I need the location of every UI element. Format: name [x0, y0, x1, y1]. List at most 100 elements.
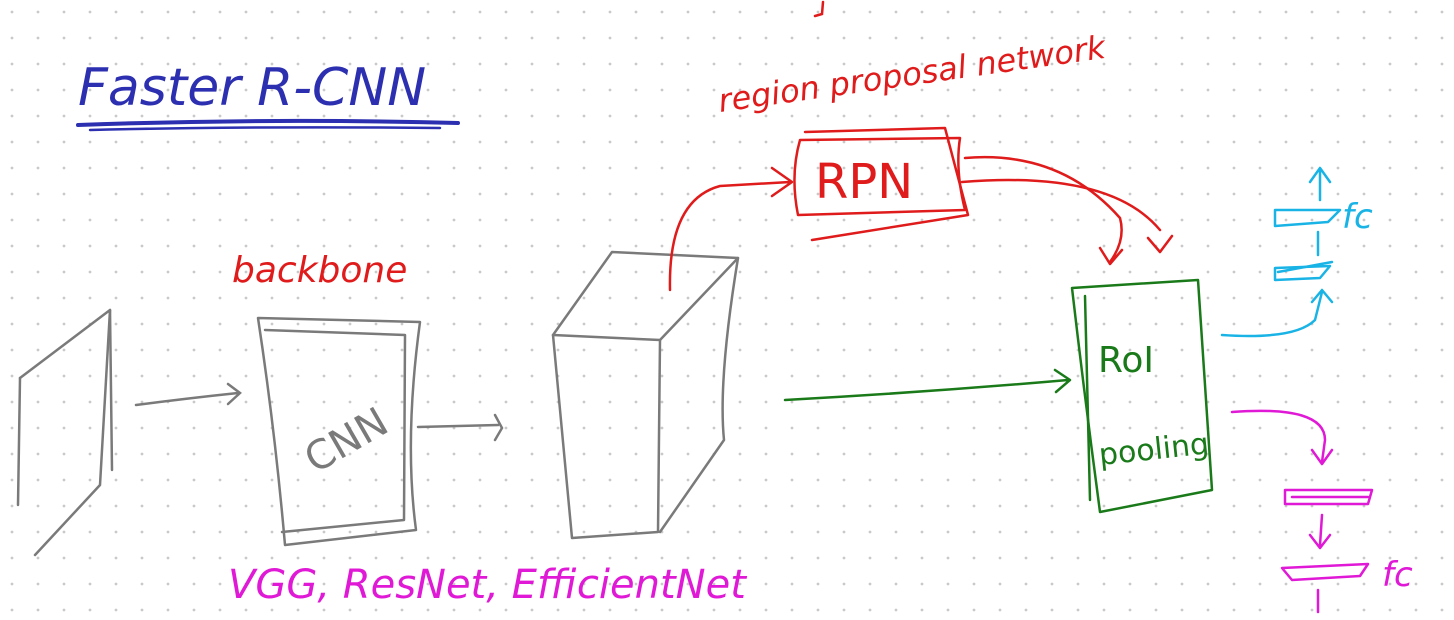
grid-dot: [1232, 114, 1236, 118]
grid-dot: [1154, 582, 1158, 586]
grid-dot: [972, 400, 976, 404]
grid-dot: [140, 296, 144, 300]
grid-dot: [10, 244, 14, 248]
grid-dot: [10, 348, 14, 352]
grid-dot: [1232, 374, 1236, 378]
grid-dot: [218, 374, 222, 378]
grid-dot: [1440, 166, 1444, 170]
grid-dot: [608, 556, 612, 560]
arrow-cnn-to-features: [416, 413, 504, 442]
grid-dot: [270, 296, 274, 300]
grid-dot: [1154, 62, 1158, 66]
grid-dot: [946, 530, 950, 534]
grid-dot: [348, 88, 352, 92]
grid-dot: [1180, 270, 1184, 274]
grid-dot: [1180, 114, 1184, 118]
grid-dot: [1128, 556, 1132, 560]
grid-dot: [582, 530, 586, 534]
grid-dot: [712, 322, 716, 326]
grid-dot: [322, 10, 326, 14]
grid-dot: [296, 504, 300, 508]
grid-dot: [946, 296, 950, 300]
grid-dot: [894, 88, 898, 92]
grid-dot: [1440, 530, 1444, 534]
grid-dot: [1232, 36, 1236, 40]
grid-dot: [816, 452, 820, 456]
grid-dot: [10, 166, 14, 170]
grid-dot: [972, 62, 976, 66]
grid-dot: [88, 270, 92, 274]
grid-dot: [1388, 452, 1392, 456]
grid-dot: [608, 400, 612, 404]
grid-dot: [478, 270, 482, 274]
grid-dot: [1128, 88, 1132, 92]
grid-dot: [582, 426, 586, 430]
grid-dot: [296, 88, 300, 92]
grid-dot: [1024, 400, 1028, 404]
grid-dot: [842, 166, 846, 170]
grid-dot: [946, 166, 950, 170]
grid-dot: [660, 504, 664, 508]
grid-dot: [1440, 296, 1444, 300]
grid-dot: [114, 218, 118, 222]
grid-dot: [1388, 244, 1392, 248]
grid-dot: [842, 452, 846, 456]
grid-dot: [218, 114, 222, 118]
grid-dot: [504, 88, 508, 92]
grid-dot: [452, 374, 456, 378]
grid-dot: [62, 114, 66, 118]
grid-dot: [62, 582, 66, 586]
grid-dot: [244, 270, 248, 274]
grid-dot: [1310, 374, 1314, 378]
grid-dot: [244, 88, 248, 92]
grid-dot: [348, 556, 352, 560]
grid-dot: [88, 582, 92, 586]
grid-dot: [1388, 374, 1392, 378]
grid-dot: [660, 88, 664, 92]
grid-dot: [1284, 504, 1288, 508]
grid-dot: [634, 322, 638, 326]
grid-dot: [1310, 36, 1314, 40]
grid-dot: [1440, 270, 1444, 274]
grid-dot: [1336, 400, 1340, 404]
grid-dot: [842, 504, 846, 508]
grid-dot: [426, 36, 430, 40]
grid-dot: [1050, 582, 1054, 586]
grid-dot: [556, 166, 560, 170]
grid-dot: [1258, 166, 1262, 170]
grid-dot: [1076, 166, 1080, 170]
grid-dot: [1258, 400, 1262, 404]
grid-dot: [712, 556, 716, 560]
grid-dot: [10, 192, 14, 196]
grid-dot: [166, 348, 170, 352]
grid-dot: [868, 62, 872, 66]
grid-dot: [816, 322, 820, 326]
grid-dot: [1336, 582, 1340, 586]
grid-dot: [608, 478, 612, 482]
grid-dot: [582, 556, 586, 560]
grid-dot: [1232, 192, 1236, 196]
grid-dot: [348, 192, 352, 196]
grid-dot: [296, 348, 300, 352]
grid-dot: [1284, 140, 1288, 144]
grid-dot: [582, 296, 586, 300]
grid-dot: [530, 556, 534, 560]
grid-dot: [400, 244, 404, 248]
grid-dot: [244, 10, 248, 14]
grid-dot: [686, 114, 690, 118]
grid-dot: [1024, 452, 1028, 456]
grid-dot: [920, 140, 924, 144]
grid-dot: [608, 296, 612, 300]
grid-dot: [478, 530, 482, 534]
grid-dot: [790, 36, 794, 40]
grid-dot: [244, 426, 248, 430]
grid-dot: [530, 166, 534, 170]
grid-dot: [1284, 36, 1288, 40]
grid-dot: [1258, 608, 1262, 612]
fc-bottom-label: fc: [1382, 555, 1413, 595]
grid-dot: [738, 244, 742, 248]
grid-dot: [374, 218, 378, 222]
grid-dot: [946, 322, 950, 326]
grid-dot: [244, 582, 248, 586]
grid-dot: [556, 556, 560, 560]
